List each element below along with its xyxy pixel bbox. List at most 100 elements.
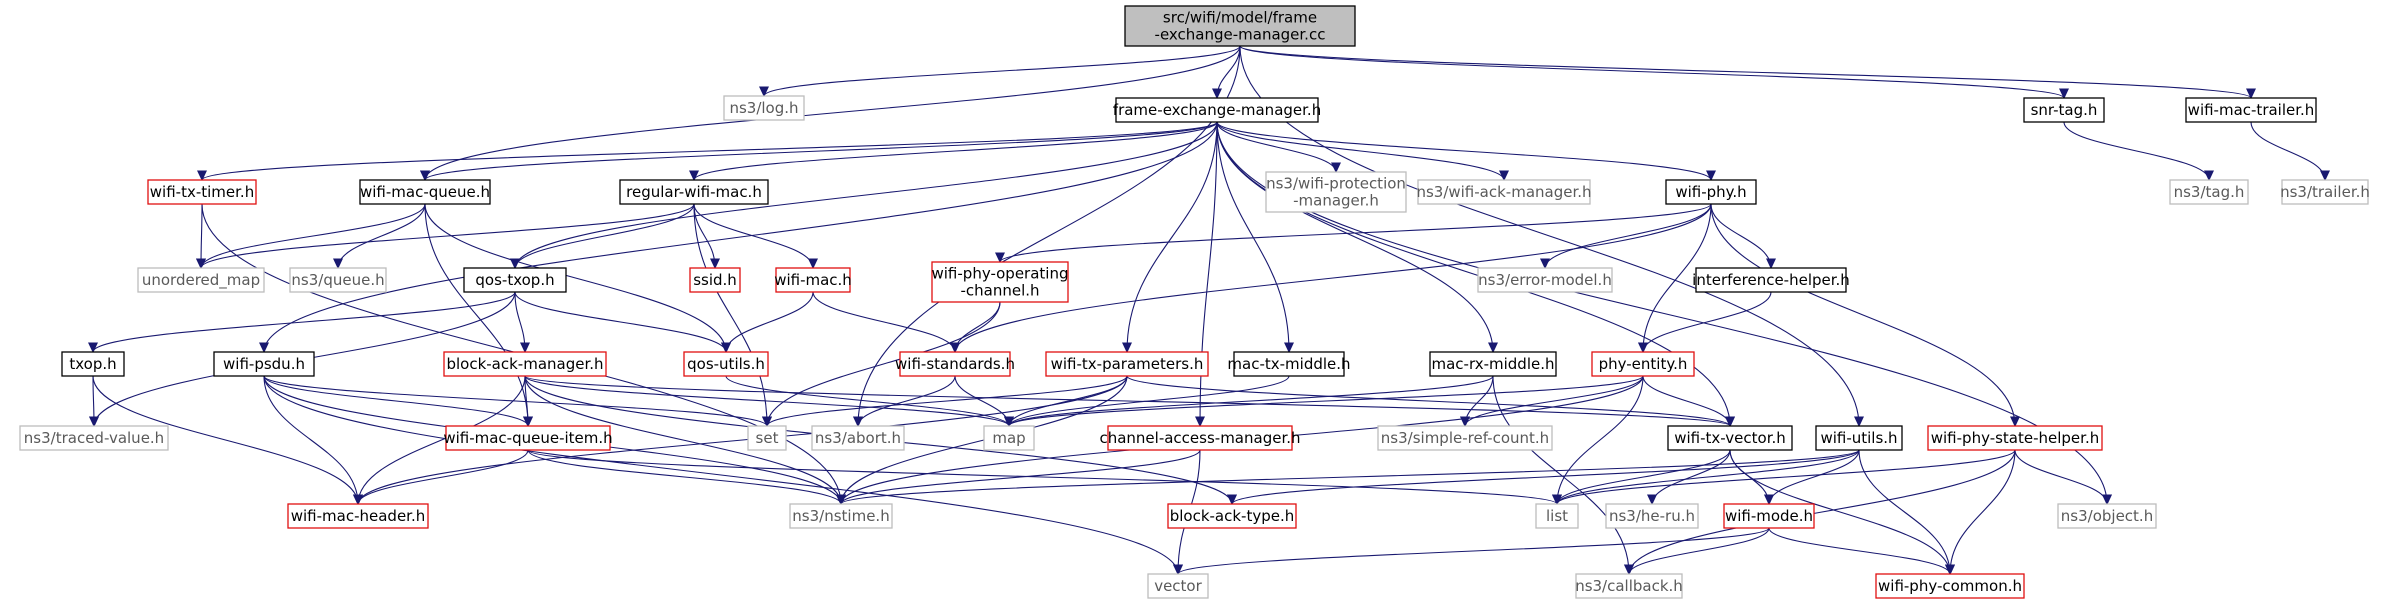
node-label-fem: frame-exchange-manager.h: [1113, 101, 1321, 119]
node-label-trailer: wifi-mac-trailer.h: [2188, 101, 2315, 119]
node-utils[interactable]: wifi-utils.h: [1815, 425, 1903, 451]
edge-arrowhead-mode-to-vector: [1173, 564, 1183, 576]
node-statehelper[interactable]: wifi-phy-state-helper.h: [1927, 425, 2103, 451]
node-box-abort: [811, 425, 905, 451]
edge-fem-to-txvec: [1216, 121, 1731, 427]
node-phyent[interactable]: phy-entity.h: [1591, 351, 1695, 377]
edge-root-to-trailer: [1239, 45, 2252, 99]
node-wifimac[interactable]: wifi-mac.h: [774, 267, 852, 293]
node-label-statehelper: wifi-phy-state-helper.h: [1931, 429, 2099, 447]
node-label-nstime: ns3/nstime.h: [792, 507, 889, 525]
node-label-nsqueue: ns3/queue.h: [291, 271, 384, 289]
edge-arrowhead-root-to-fem: [1212, 88, 1222, 100]
node-box-rwm: [619, 179, 769, 205]
edge-arrowhead-txop-to-traced: [89, 416, 99, 428]
node-box-snrtag: [2023, 97, 2105, 123]
node-fem[interactable]: frame-exchange-manager.h: [1113, 97, 1321, 123]
node-box-txvec: [1667, 425, 1793, 451]
node-mode[interactable]: wifi-mode.h: [1723, 503, 1815, 529]
node-stds[interactable]: wifi-standards.h: [895, 351, 1015, 377]
node-label-txvec: wifi-tx-vector.h: [1674, 429, 1786, 447]
edge-arrowhead-opchan-to-stds: [950, 342, 960, 354]
node-nstrailer: ns3/trailer.h: [2280, 179, 2370, 205]
node-box-phyent: [1591, 351, 1695, 377]
node-box-root: [1124, 5, 1356, 47]
node-ssid[interactable]: ssid.h: [689, 267, 741, 293]
node-object: ns3/object.h: [2057, 503, 2157, 529]
node-protmgr: ns3/wifi-protection-manager.h: [1265, 171, 1407, 213]
node-interf[interactable]: interference-helper.h: [1692, 267, 1850, 293]
node-box-interf: [1695, 267, 1847, 293]
node-macrx[interactable]: mac-rx-middle.h: [1429, 351, 1557, 377]
node-box-utils: [1815, 425, 1903, 451]
node-vector: vector: [1147, 573, 1209, 599]
node-qostxop[interactable]: qos-txop.h: [463, 267, 567, 293]
edge-txparams-to-set: [766, 375, 1128, 427]
edge-bam-to-nstime: [524, 375, 842, 505]
edge-arrowhead-phyent-to-txvec: [1725, 416, 1735, 428]
edge-arrowhead-stds-to-abort: [853, 416, 863, 428]
node-box-statehelper: [1927, 425, 2103, 451]
edge-arrowhead-statehelper-to-list: [1552, 494, 1562, 506]
node-label-umap: unordered_map: [142, 271, 260, 290]
node-snrtag[interactable]: snr-tag.h: [2023, 97, 2105, 123]
edge-arrowhead-utils-to-nstime: [836, 494, 846, 506]
node-txvec[interactable]: wifi-tx-vector.h: [1667, 425, 1793, 451]
node-mqi[interactable]: wifi-mac-queue-item.h: [443, 425, 613, 451]
edge-root-to-macqueue: [424, 45, 1241, 181]
node-label-set: set: [756, 429, 779, 447]
node-label-opchan-line-1: wifi-phy-operating: [932, 265, 1069, 283]
node-cam[interactable]: channel-access-manager.h: [1099, 425, 1301, 451]
node-bam[interactable]: block-ack-manager.h: [443, 351, 607, 377]
edge-arrowhead-fem-to-txparams: [1122, 342, 1132, 354]
edge-phyent-to-list: [1556, 375, 1644, 505]
edge-fem-to-cam: [1199, 121, 1218, 427]
node-trailer[interactable]: wifi-mac-trailer.h: [2185, 97, 2317, 123]
node-label-ssid: ssid.h: [693, 271, 737, 289]
edge-arrowhead-statehelper-to-object: [2102, 494, 2112, 506]
node-rwm[interactable]: regular-wifi-mac.h: [619, 179, 769, 205]
node-txtimer[interactable]: wifi-tx-timer.h: [147, 179, 257, 205]
edge-arrowhead-fem-to-phy: [1706, 170, 1716, 182]
node-phy[interactable]: wifi-phy.h: [1665, 179, 1757, 205]
edge-arrowhead-fem-to-macrx: [1488, 342, 1498, 354]
node-nstime: ns3/nstime.h: [789, 503, 893, 529]
edge-opchan-to-stds: [954, 301, 1001, 353]
node-root[interactable]: src/wifi/model/frame-exchange-manager.cc: [1124, 5, 1356, 47]
edge-qostxop-to-txop: [92, 291, 516, 353]
node-txop[interactable]: txop.h: [61, 351, 125, 377]
edge-snrtag-to-nstag: [2063, 121, 2210, 181]
edge-arrowhead-fem-to-ackmgr: [1499, 170, 1509, 182]
node-qosutils[interactable]: qos-utils.h: [683, 351, 769, 377]
edge-phy-to-errmodel: [1544, 203, 1712, 269]
edge-arrowhead-qostxop-to-txop: [88, 342, 98, 354]
node-box-log: [723, 95, 805, 121]
edge-phy-to-stds: [954, 203, 1712, 353]
edge-txvec-to-list: [1556, 449, 1731, 505]
node-box-opchan: [931, 261, 1069, 303]
node-label-macqueue: wifi-mac-queue.h: [360, 183, 490, 201]
node-batype[interactable]: block-ack-type.h: [1167, 503, 1297, 529]
node-psdu[interactable]: wifi-psdu.h: [213, 351, 315, 377]
node-nsqueue: ns3/queue.h: [289, 267, 387, 293]
node-label-mode: wifi-mode.h: [1725, 507, 1813, 525]
edge-arrowhead-utils-to-mode: [1764, 494, 1774, 506]
edge-fem-to-txparams: [1126, 121, 1218, 353]
edge-fem-to-ackmgr: [1216, 121, 1505, 181]
node-opchan[interactable]: wifi-phy-operating-channel.h: [931, 261, 1069, 303]
edge-qosutils-to-map: [725, 375, 1010, 427]
node-label-heru: ns3/he-ru.h: [1609, 507, 1695, 525]
edge-psdu-to-mqi: [263, 375, 529, 427]
edge-macqueue-to-mqi: [424, 203, 529, 427]
node-mactx[interactable]: mac-tx-middle.h: [1227, 351, 1351, 377]
node-common[interactable]: wifi-phy-common.h: [1875, 573, 2025, 599]
edge-mqi-to-hdr: [357, 449, 529, 505]
node-macqueue[interactable]: wifi-mac-queue.h: [359, 179, 491, 205]
node-label-map: map: [992, 429, 1025, 447]
node-umap: unordered_map: [137, 267, 265, 293]
node-hdr[interactable]: wifi-mac-header.h: [287, 503, 429, 529]
node-txparams[interactable]: wifi-tx-parameters.h: [1045, 351, 1209, 377]
node-label-log: ns3/log.h: [729, 99, 798, 117]
node-box-macrx: [1429, 351, 1557, 377]
edge-opchan-to-set: [766, 301, 1001, 427]
